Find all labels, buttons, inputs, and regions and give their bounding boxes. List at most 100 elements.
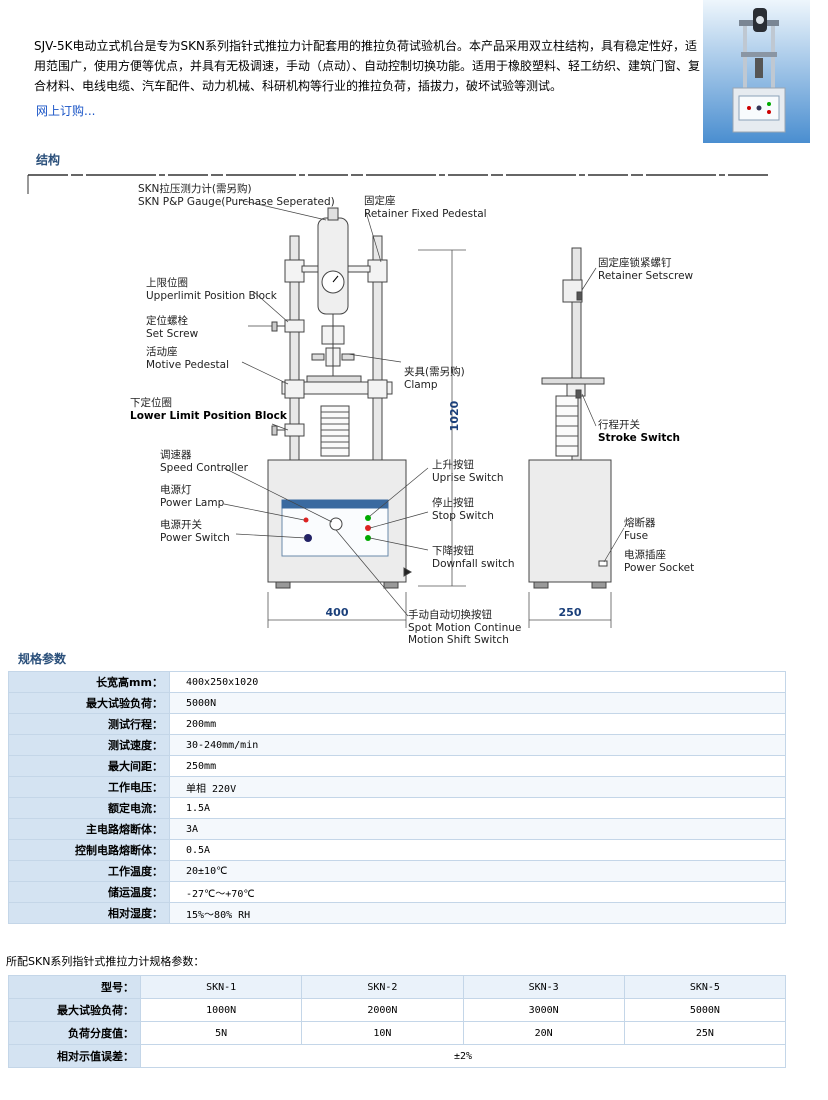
label-setscrew-en: Set Screw: [146, 328, 199, 340]
online-order-link[interactable]: 网上订购...: [36, 104, 96, 118]
table-row: 测试行程：200mm: [8, 713, 786, 735]
spec-value: 400x250x1020: [169, 671, 786, 693]
skn-cell: 10N: [301, 1021, 464, 1045]
label-clamp-en: Clamp: [404, 379, 438, 391]
skn-error-value: ±2%: [140, 1044, 786, 1068]
spec-value: 0.5A: [169, 839, 786, 861]
spec-value: 3A: [169, 818, 786, 840]
spec-key: 长宽高mm：: [8, 671, 170, 693]
label-speed-cn: 调速器: [160, 449, 192, 461]
label-lamp-en: Power Lamp: [160, 497, 225, 509]
label-fuse-cn: 熔断器: [624, 516, 656, 529]
skn-cell: 2000N: [301, 998, 464, 1022]
specs-heading: 规格参数: [18, 652, 67, 666]
spec-key: 最大试验负荷：: [8, 692, 170, 714]
label-gauge-cn: SKN拉压测力计(需另购): [138, 182, 252, 195]
label-motive-en: Motive Pedestal: [146, 359, 229, 371]
label-setscrew-cn: 定位螺栓: [146, 314, 188, 327]
structure-heading: 结构: [36, 153, 61, 167]
skn-cell: 3000N: [462, 998, 625, 1022]
label-manual-en-1: Spot Motion Continue: [408, 622, 521, 634]
table-row: 工作电压：单相 220V: [8, 776, 786, 798]
spec-value: 30-240mm/min: [169, 734, 786, 756]
spec-key: 储运温度：: [8, 881, 170, 903]
label-stop-cn: 停止按钮: [432, 496, 474, 509]
label-gauge-en: SKN P&P Gauge(Purchase Seperated): [138, 196, 335, 208]
label-uprise-cn: 上升按钮: [432, 458, 474, 471]
skn-model: SKN-5: [623, 975, 787, 999]
label-stroke-en: Stroke Switch: [598, 432, 680, 444]
structure-diagram: 1020 400 250: [26, 172, 802, 650]
label-socket-cn: 电源插座: [624, 548, 666, 561]
label-down-cn: 下降按钮: [432, 544, 474, 557]
label-manual-cn: 手动自动切换按钮: [408, 608, 492, 621]
label-lower-en: Lower Limit Position Block: [130, 410, 288, 422]
label-upper-en: Upperlimit Position Block: [146, 290, 278, 302]
table-row: 测试速度：30-240mm/min: [8, 734, 786, 756]
spec-key: 相对湿度：: [8, 902, 170, 924]
label-fuse-en: Fuse: [624, 530, 648, 542]
spec-value: 1.5A: [169, 797, 786, 819]
skn-row-key: 最大试验负荷：: [8, 998, 141, 1022]
label-socket-en: Power Socket: [624, 562, 694, 574]
skn-cell: 5N: [139, 1021, 303, 1045]
skn-cell: 1000N: [139, 998, 303, 1022]
table-row: 相对湿度：15%～80% RH: [8, 902, 786, 924]
spec-table: 长宽高mm：400x250x1020 最大试验负荷：5000N 测试行程：200…: [8, 671, 786, 924]
skn-model: SKN-1: [139, 975, 303, 999]
label-retainer-setscrew-en: Retainer Setscrew: [598, 270, 694, 282]
spec-value: 200mm: [169, 713, 786, 735]
table-row: 负荷分度值： 5N 10N 20N 25N: [8, 1021, 787, 1045]
spec-value: 15%～80% RH: [169, 902, 786, 924]
skn-table: 型号： SKN-1 SKN-2 SKN-3 SKN-5 最大试验负荷： 1000…: [8, 975, 787, 1068]
skn-model: SKN-2: [301, 975, 464, 999]
spec-value: 250mm: [169, 755, 786, 777]
skn-intro: 所配SKN系列指针式推拉力计规格参数：: [6, 955, 205, 968]
table-row: 工作温度：20±10℃: [8, 860, 786, 882]
spec-key: 控制电路熔断体：: [8, 839, 170, 861]
skn-row-key: 负荷分度值：: [8, 1021, 141, 1045]
label-upper-cn: 上限位圈: [146, 276, 188, 289]
label-stroke-cn: 行程开关: [598, 418, 640, 431]
label-retainer-en: Retainer Fixed Pedestal: [364, 208, 487, 220]
table-row: 长宽高mm：400x250x1020: [8, 671, 786, 693]
spec-key: 额定电流：: [8, 797, 170, 819]
label-manual-en-2: Motion Shift Switch: [408, 634, 509, 646]
label-power-en: Power Switch: [160, 532, 230, 544]
table-row: 最大试验负荷： 1000N 2000N 3000N 5000N: [8, 998, 787, 1022]
label-retainer-setscrew-cn: 固定座锁紧螺钉: [598, 256, 672, 269]
spec-key: 工作电压：: [8, 776, 170, 798]
label-down-en: Downfall switch: [432, 558, 515, 570]
dim-width: 400: [326, 606, 349, 619]
label-clamp-cn: 夹具(需另购): [404, 365, 465, 378]
spec-value: 20±10℃: [169, 860, 786, 882]
spec-value: 5000N: [169, 692, 786, 714]
label-lamp-cn: 电源灯: [160, 483, 192, 496]
spec-key: 测试速度：: [8, 734, 170, 756]
label-speed-en: Speed Controller: [160, 462, 249, 474]
dim-depth: 250: [559, 606, 582, 619]
dim-height: 1020: [448, 400, 461, 431]
table-row: 控制电路熔断体：0.5A: [8, 839, 786, 861]
skn-cell: 5000N: [623, 998, 787, 1022]
spec-key: 主电路熔断体：: [8, 818, 170, 840]
label-stop-en: Stop Switch: [432, 510, 494, 522]
spec-key: 测试行程：: [8, 713, 170, 735]
table-row: 最大间距：250mm: [8, 755, 786, 777]
label-retainer-cn: 固定座: [364, 194, 396, 207]
table-row: 主电路熔断体：3A: [8, 818, 786, 840]
spec-key: 工作温度：: [8, 860, 170, 882]
product-description: SJV-5K电动立式机台是专为SKN系列指针式推拉力计配套用的推拉负荷试验机台。…: [34, 39, 701, 93]
product-photo: [703, 0, 810, 143]
label-uprise-en: Uprise Switch: [432, 472, 504, 484]
label-lower-cn: 下定位圈: [130, 396, 172, 409]
label-power-cn: 电源开关: [160, 518, 202, 531]
spec-key: 最大间距：: [8, 755, 170, 777]
skn-cell: 25N: [623, 1021, 787, 1045]
label-motive-cn: 活动座: [146, 345, 178, 358]
table-row: 最大试验负荷：5000N: [8, 692, 786, 714]
skn-error-key: 相对示值误差：: [8, 1044, 141, 1068]
table-row: 相对示值误差： ±2%: [8, 1044, 786, 1068]
skn-model: SKN-3: [462, 975, 625, 999]
spec-value: -27℃～+70℃: [169, 881, 786, 903]
